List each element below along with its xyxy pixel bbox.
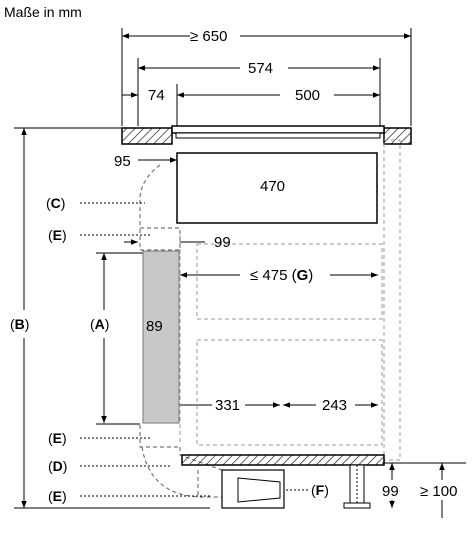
label-a: (A) — [90, 316, 109, 332]
label-e-middle: (E) — [48, 430, 67, 446]
dim-89: 89 — [146, 318, 163, 335]
dim-500: 500 — [295, 87, 320, 104]
air-duct-outline — [139, 164, 223, 498]
label-c: (C) — [46, 195, 65, 211]
worktop — [121, 127, 412, 145]
label-b: (B) — [10, 316, 29, 332]
units-title: Maße in mm — [4, 4, 82, 20]
fan-unit — [221, 469, 285, 509]
label-f: (F) — [311, 482, 329, 498]
dim-650: ≥ 650 — [190, 28, 227, 45]
hob-top — [171, 125, 385, 139]
dim-243: 243 — [322, 397, 347, 414]
duct-element — [142, 250, 180, 424]
leader-lines — [80, 202, 308, 497]
extension-lines — [14, 28, 466, 509]
cabinet-dashed — [179, 139, 401, 461]
dim-74: 74 — [148, 87, 165, 104]
cabinet-foot — [343, 464, 371, 509]
dim-99-bottom: 99 — [382, 483, 399, 500]
dimension-lines — [21, 33, 445, 518]
plinth-board — [181, 454, 385, 466]
dim-95: 95 — [114, 153, 131, 170]
label-e-top: (E) — [48, 227, 67, 243]
dim-574: 574 — [248, 60, 273, 77]
hob-body — [176, 152, 378, 224]
dim-475: ≤ 475 (G) — [250, 267, 313, 284]
dim-331: 331 — [215, 397, 240, 414]
label-e-bottom: (E) — [48, 488, 67, 504]
dim-470: 470 — [260, 178, 285, 195]
dim-100: ≥ 100 — [420, 483, 457, 500]
dim-99-side: 99 — [214, 234, 231, 251]
label-d: (D) — [48, 458, 67, 474]
